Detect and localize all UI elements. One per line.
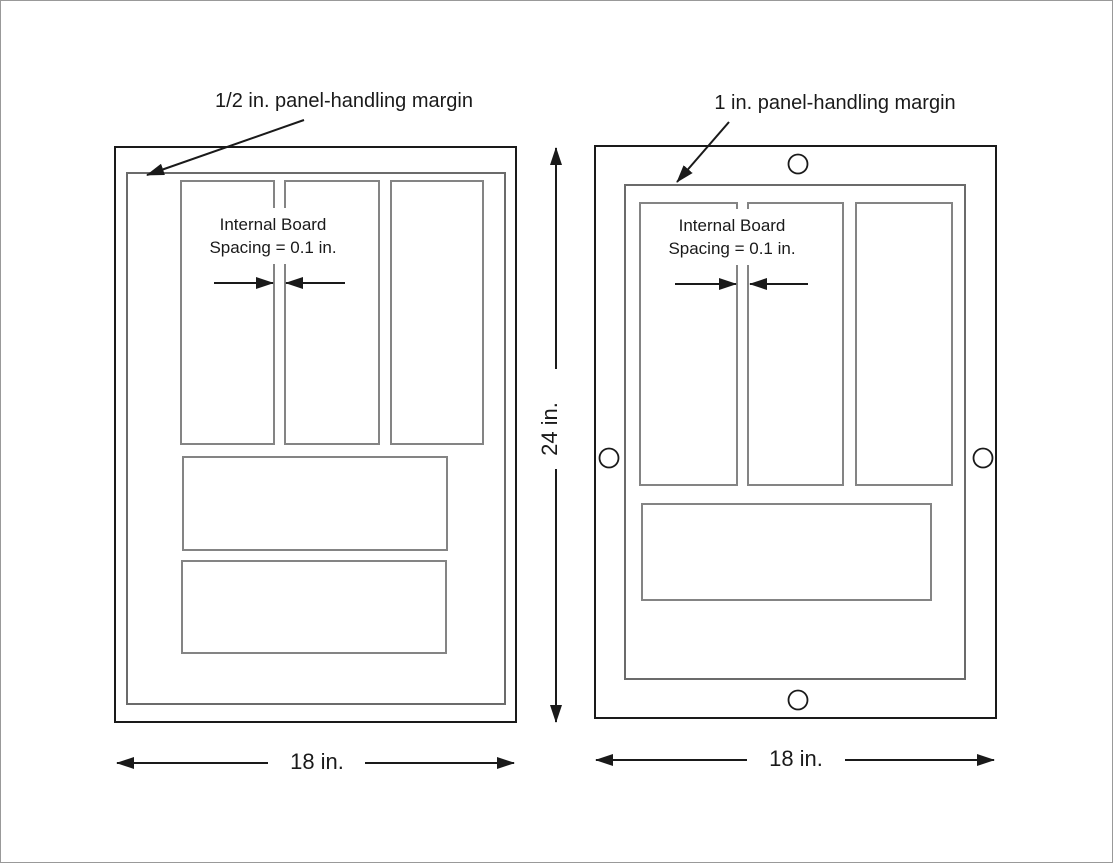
left-horizontal-board-2 <box>181 560 447 654</box>
right-spacing-label: Internal Board Spacing = 0.1 in. <box>657 209 807 265</box>
right-horizontal-board-1 <box>641 503 932 601</box>
left-vertical-board-3 <box>390 180 484 445</box>
right-width-dimension-label: 18 in. <box>769 746 823 771</box>
left-spacing-label-line2: Spacing = 0.1 in. <box>209 238 337 257</box>
right-margin-label: 1 in. panel-handling margin <box>714 92 956 114</box>
right-panel-outline <box>594 145 997 719</box>
right-vertical-board-3 <box>855 202 953 486</box>
left-width-dimension-label: 18 in. <box>290 749 344 774</box>
height-dimension-label: 24 in. <box>537 402 562 456</box>
right-spacing-label-line2: Spacing = 0.1 in. <box>668 239 796 258</box>
left-panel-handling-margin <box>126 172 506 705</box>
left-spacing-label-line1: Internal Board <box>219 215 327 234</box>
right-panel-handling-margin <box>624 184 966 680</box>
left-horizontal-board-1 <box>182 456 448 551</box>
left-margin-label: 1/2 in. panel-handling margin <box>215 90 473 112</box>
left-spacing-label: Internal Board Spacing = 0.1 in. <box>198 208 348 264</box>
left-panel-outline <box>114 146 517 723</box>
right-spacing-label-line1: Internal Board <box>678 216 786 235</box>
